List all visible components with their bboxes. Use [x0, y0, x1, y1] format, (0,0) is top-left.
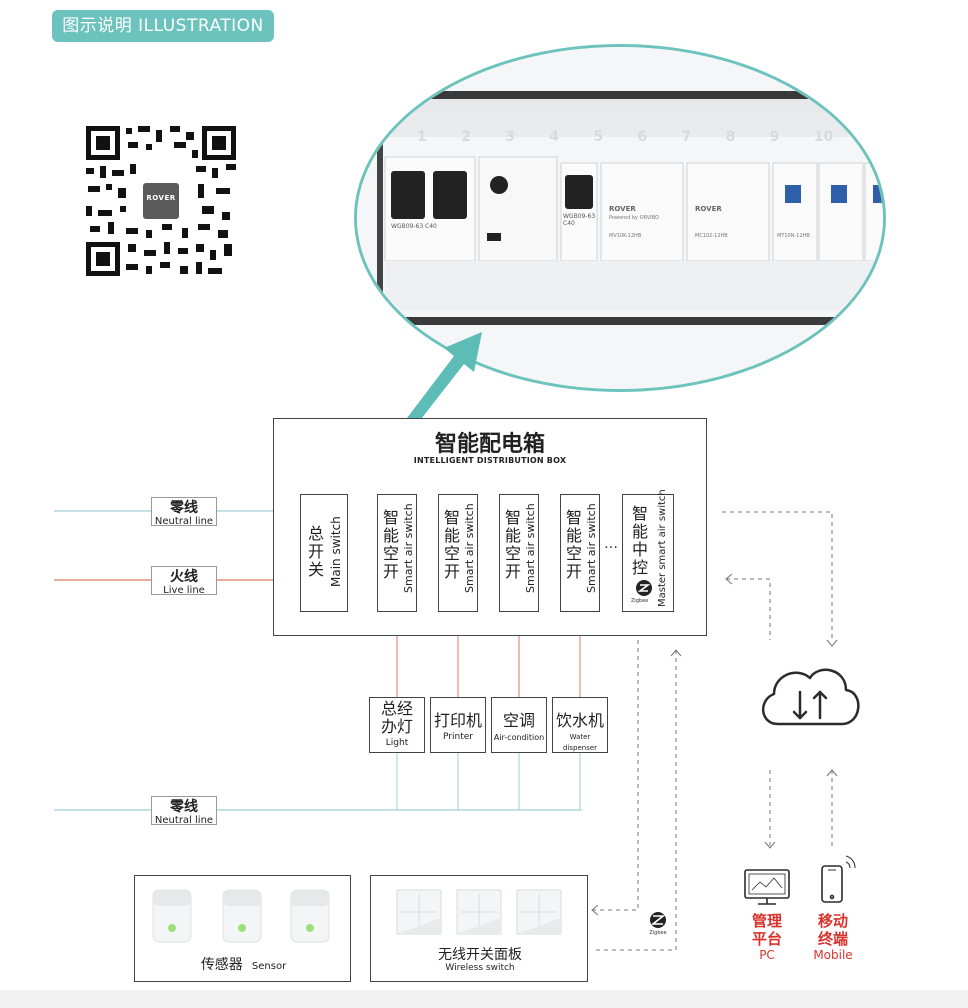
qr-logo-text: ROVER — [146, 194, 176, 202]
rail-number: 5 — [593, 129, 604, 145]
module-brand: ROVER — [609, 205, 636, 213]
wireless-label-en: Wireless switch — [445, 963, 515, 973]
wireless-switch-devices — [396, 889, 562, 935]
cloud-icon — [762, 668, 860, 726]
zigbee-icon — [650, 912, 666, 928]
rail-number: 9 — [769, 129, 780, 145]
zigbee-word: Zigbee — [631, 598, 649, 604]
rail-number: 3 — [505, 129, 515, 145]
rail-number: 2 — [461, 129, 471, 145]
pc-label: 管理 平台 PC — [751, 912, 782, 962]
module-model-2: MC102-12HB — [695, 233, 728, 239]
qr-code — [86, 126, 236, 276]
mobile-label: 移动 终端 Mobile — [813, 912, 853, 962]
more-switches-ellipsis: … — [604, 536, 618, 552]
distribution-box-title: 智能配电箱 — [434, 432, 545, 457]
motion-sensor-icon — [290, 889, 330, 943]
wall-switch-icon — [456, 889, 502, 935]
distribution-box-subtitle: INTELLIGENT DISTRIBUTION BOX — [413, 456, 567, 465]
zigbee-bottom-label: Zigbee — [649, 930, 667, 936]
bottom-strip — [0, 990, 968, 1008]
rail-number: 7 — [681, 129, 692, 145]
sensor-label-zh: 传感器 — [200, 957, 243, 973]
sensor-label-en: Sensor — [251, 961, 287, 972]
zoom-arrow — [404, 332, 482, 428]
neutral-line-label-top: 零线 Neutral line — [151, 497, 217, 527]
monitor-icon — [744, 869, 790, 905]
sensor-panel: 传感器 Sensor — [134, 875, 351, 982]
load-air-condition: 空调 Air-condition — [491, 697, 547, 753]
motion-sensor-icon — [222, 889, 262, 943]
zigbee-logo-icon — [636, 580, 652, 596]
breaker-b-text: WGB09-63 C40 — [563, 213, 596, 227]
rail-number: 11 — [867, 129, 886, 145]
module-model-3: MT10N-12HB — [777, 233, 810, 239]
motion-sensor-icon — [152, 889, 192, 943]
rail-number: 10 — [813, 129, 834, 145]
sensor-devices — [152, 889, 330, 943]
rail-number: 8 — [725, 129, 736, 145]
smart-air-switch-2: 智能空开 Smart air switch — [438, 494, 478, 612]
wall-switch-icon — [396, 889, 442, 935]
rail-number: 4 — [549, 129, 559, 145]
live-line-label: 火线 Live line — [151, 566, 217, 596]
load-water-dispenser: 饮水机 Water dispenser — [552, 697, 608, 753]
illustration-title: 图示说明 ILLUSTRATION — [52, 10, 274, 42]
phone-icon — [821, 855, 856, 903]
module-sub: Powered by ORVIBO — [609, 215, 659, 221]
breaker-illustration — [357, 47, 883, 389]
module-model-1: MV10K-12HB — [609, 233, 642, 239]
wireless-label-zh: 无线开关面板 — [438, 947, 522, 963]
rail-number: 6 — [637, 129, 648, 145]
neutral-line-label-bottom: 零线 Neutral line — [151, 796, 217, 826]
load-light: 总经办灯 Light — [369, 697, 425, 753]
breaker-a-text: WGB09-63 C40 — [391, 223, 437, 230]
main-switch: 总开关 Main switch — [300, 494, 348, 612]
smart-air-switch-1: 智能空开 Smart air switch — [377, 494, 417, 612]
master-smart-switch: 智能中控 Master smart air switch Zigbee — [622, 489, 674, 612]
wall-switch-icon — [516, 889, 562, 935]
rail-number: 1 — [417, 129, 427, 145]
smart-air-switch-3: 智能空开 Smart air switch — [499, 494, 539, 612]
breaker-zoom-photo: 1 2 3 4 5 6 7 8 9 10 11 WGB09-63 C40 WGB… — [354, 44, 886, 392]
wireless-switch-panel: 无线开关面板 Wireless switch — [370, 875, 588, 982]
load-printer: 打印机 Printer — [430, 697, 486, 753]
smart-air-switch-4: 智能空开 Smart air switch — [560, 494, 600, 612]
module-brand-2: ROVER — [695, 205, 722, 213]
